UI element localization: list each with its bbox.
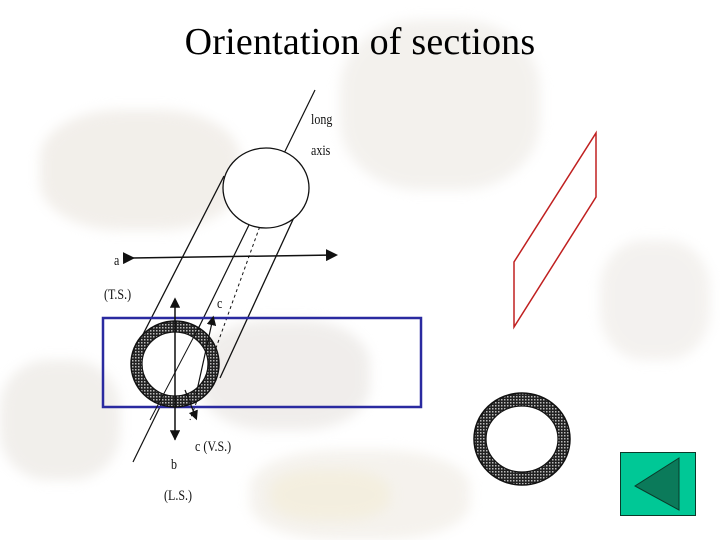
label-axis: axis — [311, 143, 331, 159]
background-butterfly — [600, 240, 710, 360]
section-plane-parallelogram — [513, 130, 597, 330]
slide-title: Orientation of sections — [184, 21, 536, 63]
background-butterfly — [0, 360, 120, 480]
label-a: a — [114, 253, 120, 269]
arrow-c-vs — [195, 315, 217, 396]
label-ls: (L.S.) — [164, 488, 192, 504]
label-long: long — [311, 112, 333, 128]
arrow-a-ts — [122, 249, 338, 265]
left-triangle-icon — [634, 457, 680, 511]
background-butterfly — [340, 20, 540, 190]
label-b: b — [171, 457, 177, 473]
cylinder-top-ellipse — [222, 147, 310, 229]
label-c-vs: c (V.S.) — [195, 439, 232, 455]
highlight-box — [101, 316, 423, 409]
label-c: c — [217, 296, 223, 312]
background-butterfly — [270, 470, 390, 520]
cylinder-side-right — [219, 199, 303, 379]
label-ts: (T.S.) — [104, 287, 132, 303]
background-butterfly — [200, 320, 370, 430]
back-button[interactable] — [620, 452, 696, 516]
